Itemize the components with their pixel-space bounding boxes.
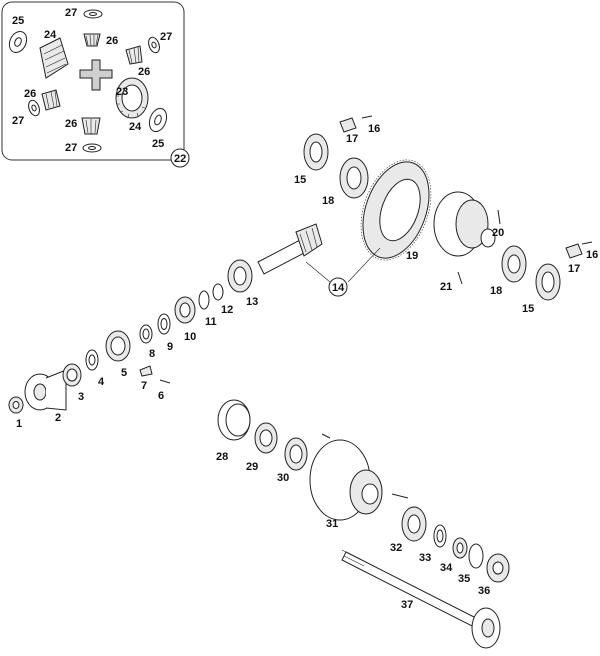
label-part-26: 26: [138, 66, 150, 78]
label-part-24: 24: [129, 121, 142, 133]
label-part-18: 18: [322, 195, 334, 207]
label-part-4: 4: [98, 376, 105, 388]
label-part-22: 22: [174, 153, 186, 165]
label-part-17: 17: [346, 133, 358, 145]
label-part-1: 1: [16, 418, 22, 430]
leader-lines: [305, 247, 381, 283]
label-part-14: 14: [332, 282, 345, 294]
label-part-21: 21: [440, 281, 452, 293]
label-part-33: 33: [419, 552, 431, 564]
label-part-8: 8: [149, 348, 155, 360]
callout-circle-22: [170, 148, 190, 168]
label-part-15: 15: [522, 303, 534, 315]
callout-circle-14: [328, 277, 348, 297]
label-part-25: 25: [12, 15, 24, 27]
label-part-16: 16: [368, 123, 380, 135]
label-part-27: 27: [12, 115, 24, 127]
label-part-9: 9: [167, 341, 173, 353]
pinion-shaft-assembly: [8, 223, 323, 414]
label-part-25: 25: [152, 138, 164, 150]
label-part-13: 13: [246, 296, 258, 308]
label-part-26: 26: [65, 118, 77, 130]
label-part-23: 23: [116, 86, 128, 98]
label-part-20: 20: [492, 227, 504, 239]
label-part-10: 10: [184, 331, 196, 343]
label-part-5: 5: [121, 367, 127, 379]
label-part-7: 7: [141, 380, 147, 392]
label-part-27: 27: [65, 7, 77, 19]
label-part-24: 24: [44, 29, 57, 41]
label-part-26: 26: [24, 88, 36, 100]
label-part-16: 16: [586, 249, 598, 261]
label-part-18: 18: [490, 285, 502, 297]
differential-internals-inset: [1, 1, 185, 161]
label-part-32: 32: [390, 542, 402, 554]
label-part-6: 6: [158, 390, 164, 402]
label-part-30: 30: [277, 472, 289, 484]
label-part-34: 34: [440, 562, 453, 574]
part-labels: 25 27 24 26 27 26 26 23 27 26 24 25 27 2…: [12, 7, 598, 611]
label-part-26: 26: [106, 35, 118, 47]
label-part-11: 11: [205, 316, 217, 328]
crown-wheel-and-case: [303, 115, 593, 301]
label-part-17: 17: [568, 263, 580, 275]
label-part-31: 31: [326, 518, 338, 530]
label-part-27: 27: [160, 31, 172, 43]
label-part-27: 27: [65, 142, 77, 154]
label-part-37: 37: [401, 599, 413, 611]
label-part-12: 12: [221, 304, 233, 316]
label-part-19: 19: [406, 250, 418, 262]
label-part-36: 36: [478, 585, 490, 597]
label-part-3: 3: [78, 391, 84, 403]
label-part-15: 15: [294, 174, 306, 186]
label-part-2: 2: [55, 412, 61, 424]
axle-housing-assembly: [217, 399, 510, 649]
label-part-28: 28: [216, 451, 228, 463]
label-part-29: 29: [246, 461, 258, 473]
label-part-35: 35: [458, 573, 470, 585]
